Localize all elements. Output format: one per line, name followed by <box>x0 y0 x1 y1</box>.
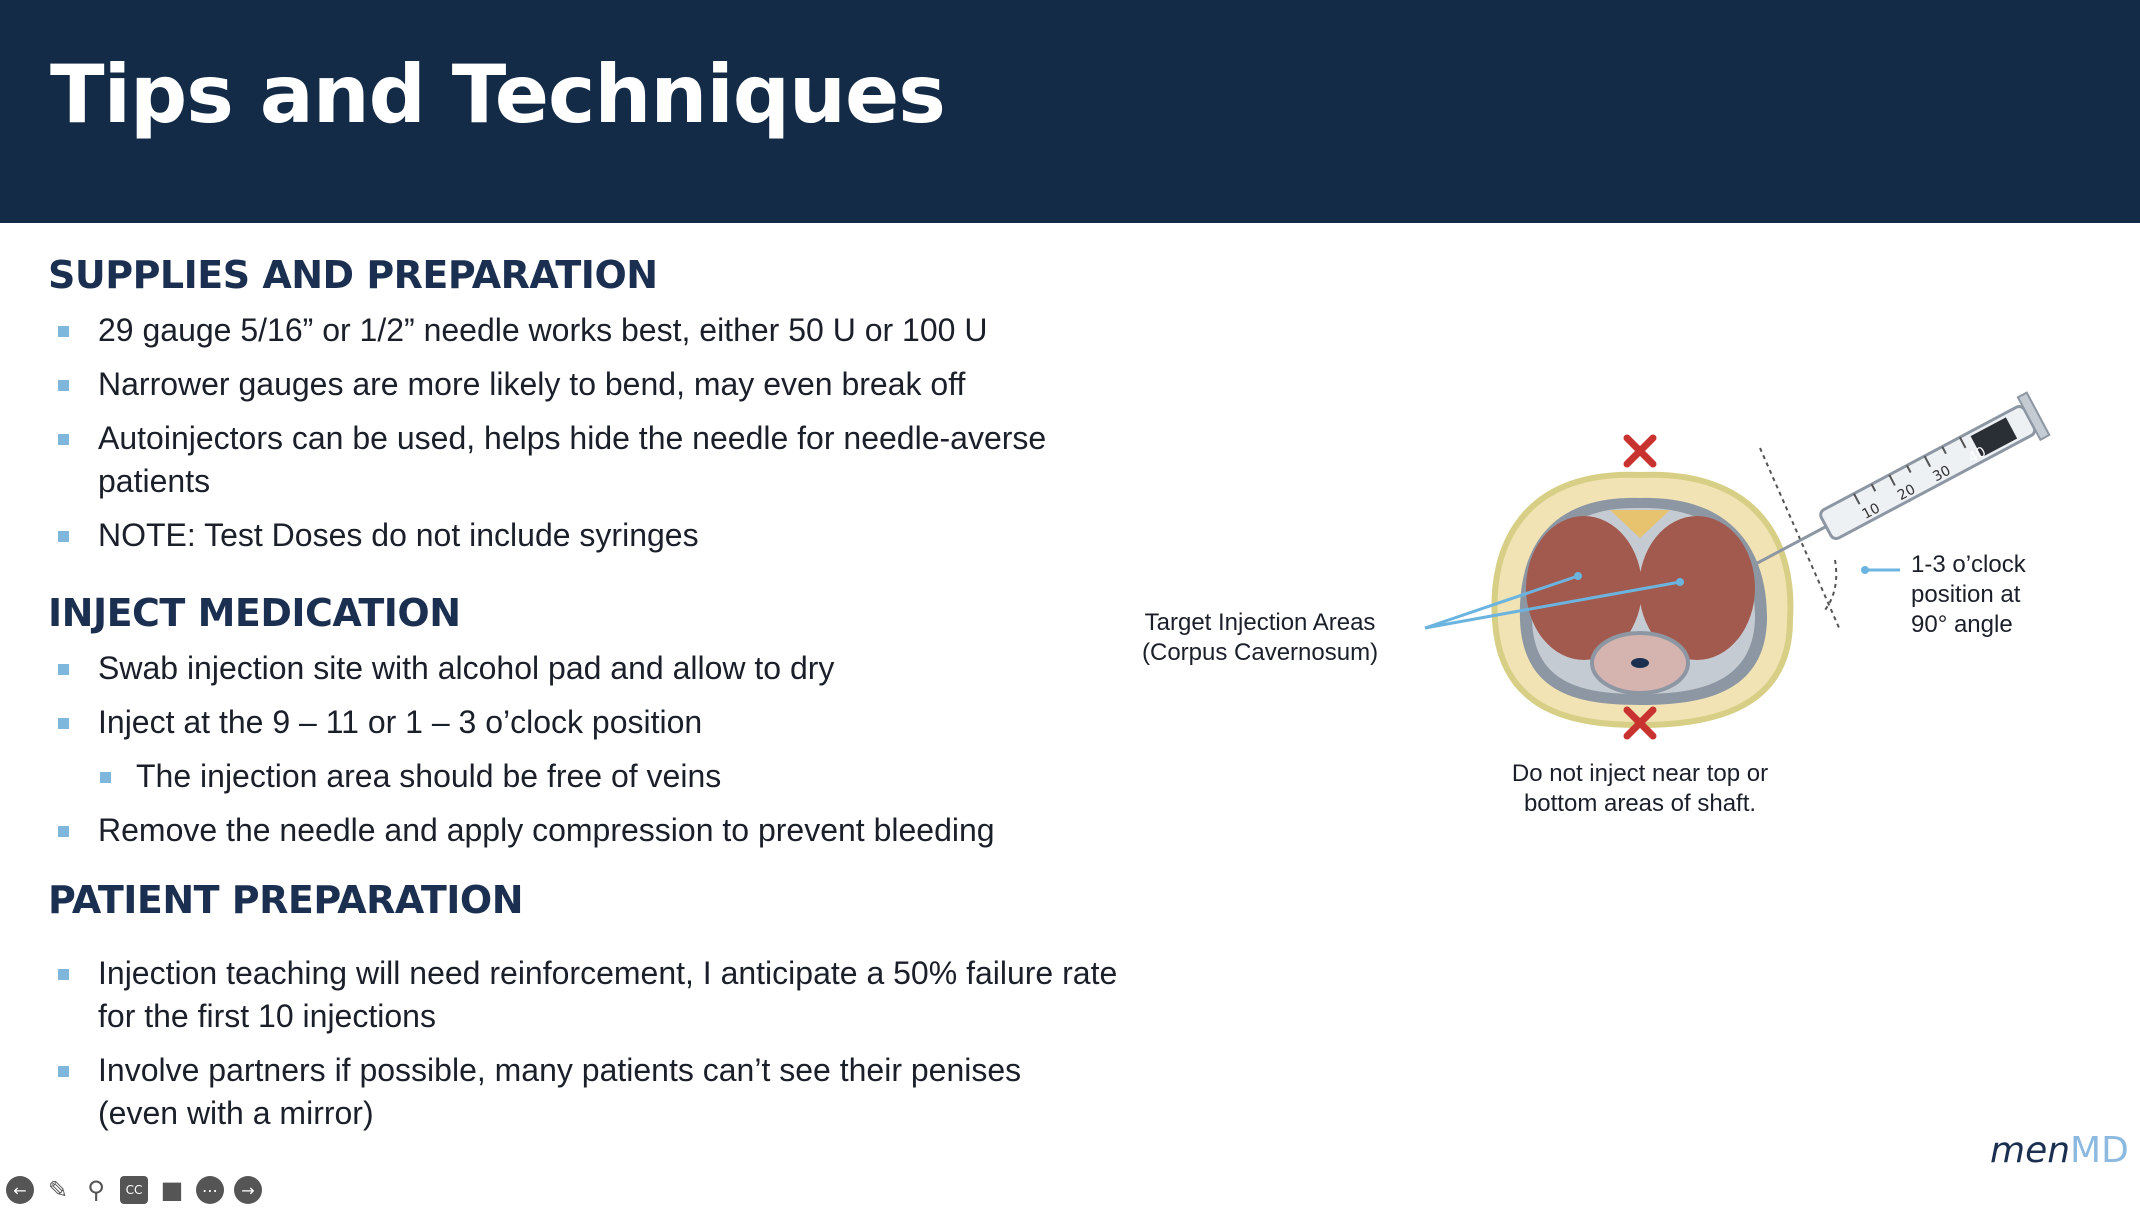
section-heading-inject: INJECT MEDICATION <box>48 591 461 635</box>
list-item: Autoinjectors can be used, helps hide th… <box>48 417 1108 503</box>
back-icon[interactable]: ← <box>6 1176 34 1204</box>
syringe: 10 20 30 40 <box>1753 391 2051 567</box>
angle-dot <box>1861 566 1869 574</box>
presentation-toolbar: ← ✎ ⚲ CC ■ ⋯ → <box>6 1176 262 1204</box>
corpus-cavernosum-right <box>1639 516 1755 660</box>
x-mark-top <box>1623 434 1657 468</box>
needle <box>1753 525 1827 567</box>
title-bar: Tips and Techniques <box>0 0 2140 223</box>
syringe-flange <box>2016 391 2051 442</box>
pen-icon[interactable]: ✎ <box>47 1176 69 1204</box>
list-item: 29 gauge 5/16” or 1/2” needle works best… <box>48 309 1148 352</box>
inject-list: Swab injection site with alcohol pad and… <box>48 647 1148 852</box>
camera-icon[interactable]: ■ <box>160 1176 184 1204</box>
list-item: Inject at the 9 – 11 or 1 – 3 o’clock po… <box>48 701 1148 744</box>
syringe-mark: 20 <box>1895 482 1918 504</box>
zoom-icon[interactable]: ⚲ <box>87 1176 105 1204</box>
supplies-list: 29 gauge 5/16” or 1/2” needle works best… <box>48 309 1148 557</box>
section-heading-patient: PATIENT PREPARATION <box>48 878 524 922</box>
target-dot-left <box>1574 572 1582 580</box>
captions-icon[interactable]: CC <box>120 1176 148 1204</box>
target-pointer-lines <box>1424 574 1681 630</box>
warning-label: Do not inject near top or bottom areas o… <box>1511 760 1769 817</box>
list-item: Injection teaching will need reinforceme… <box>48 952 1138 1038</box>
syringe-mark: 30 <box>1930 463 1953 485</box>
more-icon[interactable]: ⋯ <box>196 1176 224 1204</box>
target-label: Target Injection Areas (Corpus Cavernosu… <box>1142 609 1379 666</box>
syringe-mark: 10 <box>1860 500 1883 522</box>
target-dot-right <box>1676 578 1684 586</box>
dorsal-area <box>1610 510 1670 538</box>
patient-list: Injection teaching will need reinforceme… <box>48 952 1148 1135</box>
slide-title: Tips and Techniques <box>50 48 946 141</box>
angle-label: 1-3 o’clock position at 90° angle <box>1911 551 2026 638</box>
syringe-mark: 40 <box>1966 444 1989 466</box>
list-item: Involve partners if possible, many patie… <box>48 1049 1098 1135</box>
x-mark-bottom <box>1623 706 1657 740</box>
penis-cross-section-diagram: 10 20 30 40 <box>1424 391 2051 740</box>
urethra <box>1631 658 1649 668</box>
list-item: Narrower gauges are more likely to bend,… <box>48 363 1148 406</box>
list-item: Remove the needle and apply compression … <box>48 809 1148 852</box>
section-heading-supplies: SUPPLIES AND PREPARATION <box>48 253 658 297</box>
menmd-logo: menMD <box>1990 1130 2129 1171</box>
corpus-cavernosum-left <box>1526 516 1642 660</box>
list-item: NOTE: Test Doses do not include syringes <box>48 514 1148 557</box>
list-item: Swab injection site with alcohol pad and… <box>48 647 1148 690</box>
forward-icon[interactable]: → <box>234 1176 262 1204</box>
slide-content: SUPPLIES AND PREPARATION 29 gauge 5/16” … <box>48 253 1148 1135</box>
list-item: The injection area should be free of vei… <box>48 755 1148 798</box>
angle-arc <box>1824 559 1838 611</box>
syringe-plunger <box>1970 417 2018 458</box>
